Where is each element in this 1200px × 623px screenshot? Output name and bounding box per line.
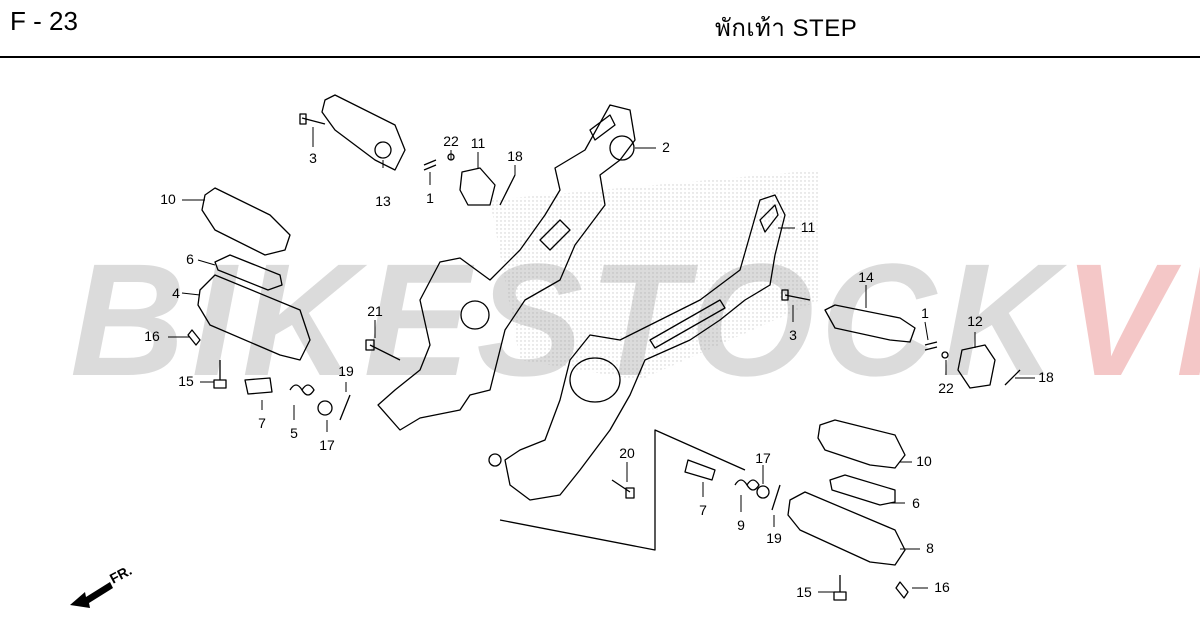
bracket-2-slot	[589, 114, 616, 141]
ball-22-lower	[941, 351, 949, 359]
callout-label: 12	[967, 313, 983, 329]
shading-area	[490, 170, 820, 380]
bracket-11-stub	[488, 453, 502, 467]
callout-label: 4	[172, 285, 180, 301]
bolt-3-lower	[781, 289, 811, 301]
callout-label: 17	[755, 450, 771, 466]
bracket-11-boss	[569, 357, 621, 403]
callout-label: 15	[178, 373, 194, 389]
callout-label: 17	[319, 437, 335, 453]
footpeg-13-pivot	[374, 141, 392, 159]
fr-arrow	[70, 582, 113, 608]
bracket-11-slot	[759, 204, 779, 233]
rubber-10-upper	[201, 187, 291, 256]
pin-7-upper	[244, 377, 273, 395]
bracket-2-shape	[377, 104, 636, 431]
watermark-part-b: VN	[1063, 230, 1200, 409]
bracket-2-hole	[609, 135, 635, 161]
footpeg-13	[321, 94, 406, 171]
spring-9	[734, 479, 760, 491]
bracket-2-pivot	[460, 300, 490, 330]
callout-label: 9	[737, 517, 745, 533]
cotter-19-upper	[339, 394, 351, 421]
bolt-16-upper	[187, 329, 201, 346]
spring-5	[289, 384, 315, 396]
diagram-title: พักเท้า STEP	[715, 15, 858, 42]
washer-17-lower	[756, 485, 770, 499]
callout-label: 10	[160, 191, 176, 207]
bolt-21	[365, 339, 401, 361]
bolt-3-upper	[299, 113, 326, 125]
callout-label: 7	[699, 502, 707, 518]
callout-label: 19	[766, 530, 782, 546]
callout-label: 18	[1038, 369, 1054, 385]
callout-label: 11	[471, 135, 486, 151]
callout-label: 10	[916, 453, 932, 469]
plate-6-lower	[829, 474, 896, 506]
callout-label: 22	[938, 380, 954, 396]
bolt-15-lower	[833, 575, 847, 601]
callout-label: 16	[144, 328, 160, 344]
holder-8	[787, 491, 906, 566]
callout-label: 5	[290, 425, 298, 441]
callout-label: 2	[662, 139, 670, 155]
callout-label: 8	[926, 540, 934, 556]
pin-18-upper	[499, 174, 516, 206]
diagram-code: F - 23	[10, 6, 78, 36]
callout-label: 3	[309, 150, 317, 166]
callout-label: 14	[858, 269, 874, 285]
header-divider	[0, 56, 1200, 58]
pin-18-lower	[1004, 369, 1021, 386]
pin-7-lower	[684, 459, 716, 481]
holder-4	[197, 274, 311, 361]
callout-label: 20	[619, 445, 635, 461]
explode-frame	[499, 429, 746, 551]
callout-label: 19	[338, 363, 354, 379]
bracket-11-rib	[649, 299, 726, 349]
callout-label: 1	[921, 305, 929, 321]
callout-label: 16	[934, 579, 950, 595]
callout-label: 7	[258, 415, 266, 431]
bracket-2-rib	[539, 219, 571, 251]
bracket-11-shape	[504, 194, 786, 501]
callout-label: 22	[443, 133, 459, 149]
spring-1-upper	[423, 159, 437, 171]
plate-12	[957, 344, 996, 389]
callout-label: 6	[912, 495, 920, 511]
rubber-10-lower	[817, 419, 906, 469]
plate-6-upper	[214, 254, 283, 291]
bolt-15-upper	[213, 360, 227, 389]
callout-label: 15	[796, 584, 812, 600]
cotter-19-lower	[771, 484, 781, 511]
washer-17-upper	[317, 400, 333, 416]
fr-label: FR.	[107, 562, 134, 587]
plate-11-upper	[459, 167, 496, 206]
callout-label: 18	[507, 148, 523, 164]
callout-label: 21	[367, 303, 383, 319]
footpeg-14	[824, 304, 916, 343]
callout-label: 6	[186, 251, 194, 267]
callout-label: 13	[375, 193, 391, 209]
callout-label: 1	[426, 190, 434, 206]
callout-label: 11	[801, 219, 816, 235]
bolt-20	[611, 479, 635, 499]
spring-1-lower	[924, 341, 938, 351]
bolt-16-lower	[895, 581, 909, 599]
callout-label: 3	[789, 327, 797, 343]
